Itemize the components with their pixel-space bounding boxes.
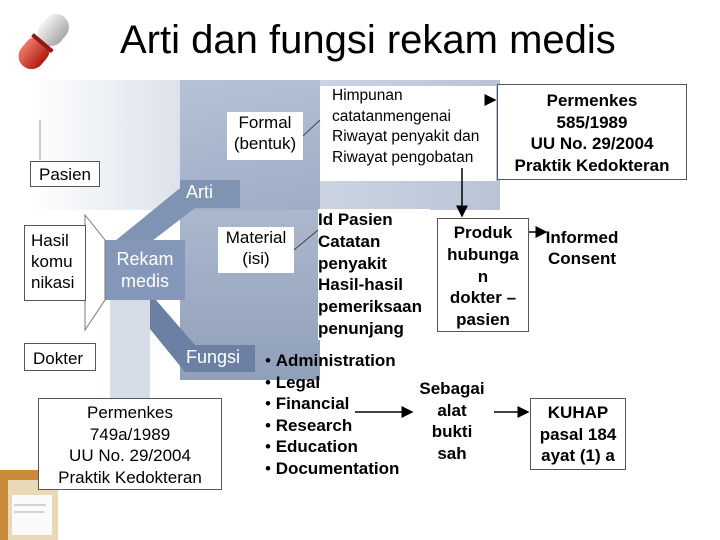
permenkes-top-line-1: Permenkes bbox=[498, 90, 686, 112]
fungsi-list-item-2: • Legal bbox=[265, 372, 399, 394]
fungsi-node: Fungsi bbox=[186, 347, 254, 371]
himpunan-line-2: catatanmengenai bbox=[332, 107, 496, 128]
hasil-komunikasi-node: Hasil komu nikasi bbox=[24, 225, 86, 301]
fungsi-list-item-3: • Financial bbox=[265, 393, 399, 415]
hasil-line-2: komu bbox=[31, 251, 85, 272]
idpasien-line-5: pemeriksaan bbox=[318, 296, 430, 318]
fungsi-list-item-5: • Education bbox=[265, 436, 399, 458]
kuhap-line-1: KUHAP bbox=[531, 402, 625, 424]
sebagai-node: Sebagai alat bukti sah bbox=[412, 378, 492, 468]
permenkes-top-line-2: 585/1989 bbox=[498, 112, 686, 134]
informed-line-1: Informed bbox=[540, 227, 624, 248]
pasien-label: Pasien bbox=[39, 165, 91, 184]
sebagai-line-4: sah bbox=[412, 443, 492, 465]
kuhap-line-2: pasal 184 bbox=[531, 424, 625, 446]
himpunan-node: Himpunan catatanmengenai Riwayat penyaki… bbox=[320, 86, 496, 181]
arti-node: Arti bbox=[180, 180, 230, 206]
permenkes-bottom-node: Permenkes 749a/1989 UU No. 29/2004 Prakt… bbox=[38, 398, 222, 490]
produk-line-1: Produk bbox=[438, 222, 528, 244]
page-title: Arti dan fungsi rekam medis bbox=[120, 18, 616, 63]
informed-line-2: Consent bbox=[540, 248, 624, 269]
material-node: Material (isi) bbox=[218, 227, 294, 273]
produk-node: Produk hubunga n dokter – pasien bbox=[437, 218, 529, 332]
kuhap-line-3: ayat (1) a bbox=[531, 445, 625, 467]
fungsi-list: • Administration • Legal • Financial • R… bbox=[265, 350, 399, 479]
produk-line-4: dokter – bbox=[438, 287, 528, 309]
produk-line-3: n bbox=[438, 266, 528, 288]
idpasien-line-2: Catatan bbox=[318, 231, 430, 253]
permenkes-bottom-line-1: Permenkes bbox=[39, 402, 221, 424]
permenkes-top-node: Permenkes 585/1989 UU No. 29/2004 Prakti… bbox=[497, 84, 687, 180]
idpasien-line-6: penunjang bbox=[318, 318, 430, 340]
rekam-line-1: Rekam bbox=[105, 248, 185, 270]
himpunan-line-3: Riwayat penyakit dan bbox=[332, 127, 496, 148]
lower-stem bbox=[110, 300, 150, 400]
dokter-node: Dokter bbox=[24, 343, 96, 371]
dokter-label: Dokter bbox=[33, 349, 83, 368]
produk-line-2: hubunga bbox=[438, 244, 528, 266]
idpasien-line-4: Hasil-hasil bbox=[318, 274, 430, 296]
himpunan-line-1: Himpunan bbox=[332, 86, 496, 107]
idpasien-line-1: Id Pasien bbox=[318, 209, 430, 231]
material-line-1: Material bbox=[218, 227, 294, 248]
formal-node: Formal (bentuk) bbox=[227, 112, 303, 160]
sebagai-line-2: alat bbox=[412, 400, 492, 422]
informed-consent-node: Informed Consent bbox=[540, 227, 624, 271]
pill-capsule-icon bbox=[13, 9, 74, 75]
fungsi-list-item-6: • Documentation bbox=[265, 458, 399, 480]
kuhap-node: KUHAP pasal 184 ayat (1) a bbox=[530, 398, 626, 470]
fungsi-label: Fungsi bbox=[186, 347, 240, 367]
hasil-line-1: Hasil bbox=[31, 230, 85, 251]
hasil-line-3: nikasi bbox=[31, 272, 85, 293]
idpasien-node: Id Pasien Catatan penyakit Hasil-hasil p… bbox=[318, 209, 430, 340]
sebagai-line-3: bukti bbox=[412, 421, 492, 443]
permenkes-top-line-4: Praktik Kedokteran bbox=[498, 155, 686, 177]
permenkes-top-line-3: UU No. 29/2004 bbox=[498, 133, 686, 155]
formal-line-1: Formal bbox=[227, 112, 303, 133]
rekam-medis-node: Rekam medis bbox=[105, 248, 185, 292]
rekam-line-2: medis bbox=[105, 270, 185, 292]
fungsi-list-item-4: • Research bbox=[265, 415, 399, 437]
himpunan-line-4: Riwayat pengobatan bbox=[332, 148, 496, 169]
sebagai-line-1: Sebagai bbox=[412, 378, 492, 400]
idpasien-line-3: penyakit bbox=[318, 253, 430, 275]
hasil-connector bbox=[85, 215, 105, 330]
permenkes-bottom-line-2: 749a/1989 bbox=[39, 424, 221, 446]
material-line-2: (isi) bbox=[218, 248, 294, 269]
permenkes-bottom-line-3: UU No. 29/2004 bbox=[39, 445, 221, 467]
fungsi-list-item-1: • Administration bbox=[265, 350, 399, 372]
formal-line-2: (bentuk) bbox=[227, 133, 303, 154]
produk-line-5: pasien bbox=[438, 309, 528, 331]
permenkes-bottom-line-4: Praktik Kedokteran bbox=[39, 467, 221, 489]
arti-label: Arti bbox=[186, 182, 213, 202]
pasien-node: Pasien bbox=[30, 161, 100, 187]
